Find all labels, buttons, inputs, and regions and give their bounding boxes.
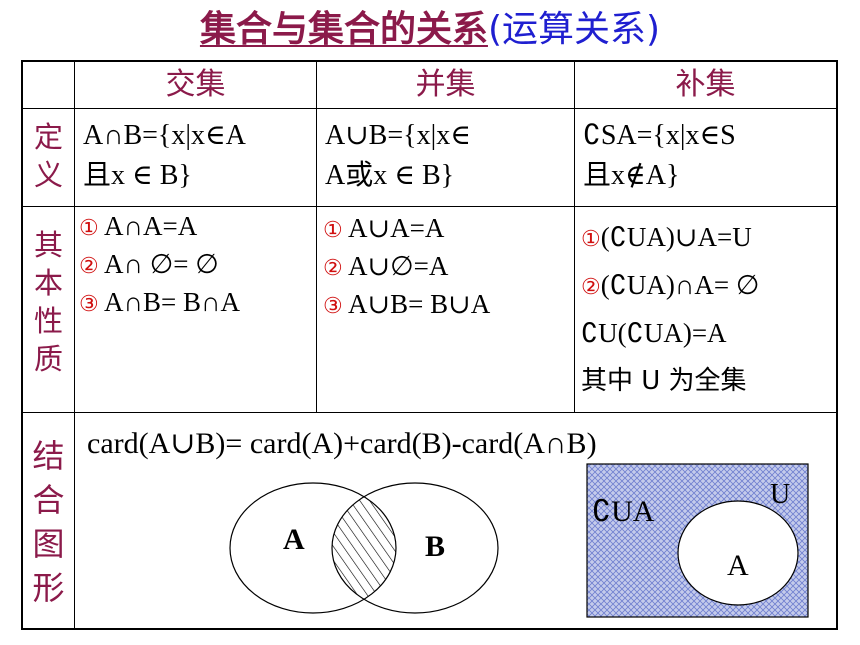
intersection-region xyxy=(332,483,396,613)
properties-complement: ①(∁UA)∪A=U ②(∁UA)∩A= ∅ ∁U(∁UA)=A 其中 U 为全… xyxy=(581,214,836,410)
row-divider-1 xyxy=(21,108,838,109)
property-text: A∪∅=A xyxy=(342,251,449,281)
row-label-char: 形 xyxy=(32,569,65,607)
property-line: ③ A∪B= B∪A xyxy=(323,286,574,324)
header-union: 并集 xyxy=(415,67,476,102)
property-line: ②(∁UA)∩A= ∅ xyxy=(581,262,836,310)
property-text: ∁U(∁UA)=A xyxy=(581,318,727,348)
property-text: (∁UA)∪A=U xyxy=(600,222,752,252)
venn-diagram-complement: ∁UA U A xyxy=(586,463,809,618)
property-line: ① A∩A=A xyxy=(79,208,316,246)
row-label-char: 定 xyxy=(33,120,63,154)
property-number: ② xyxy=(581,274,601,299)
complement-label: ∁UA xyxy=(592,495,655,528)
definition-line: ∁SA={x|x∈S xyxy=(583,120,736,151)
definition-intersection: A∩B={x|x∈A 且x ∈ B} xyxy=(83,116,316,204)
property-line: ② A∩ ∅= ∅ xyxy=(79,246,316,284)
property-text: 其中 U 为全集 xyxy=(581,366,747,396)
set-a-circle xyxy=(229,482,397,614)
set-a-circle xyxy=(677,500,799,606)
property-number: ① xyxy=(79,215,99,240)
property-line: 其中 U 为全集 xyxy=(581,358,836,406)
property-number: ③ xyxy=(323,293,343,318)
property-number: ② xyxy=(323,255,343,280)
row-label-properties: 其 本 性 质 xyxy=(23,226,74,410)
property-number: ① xyxy=(581,226,601,251)
property-line: ① A∪A=A xyxy=(323,210,574,248)
row-label-char: 其 xyxy=(33,228,63,262)
property-number: ③ xyxy=(79,291,99,316)
row-label-char: 图 xyxy=(32,525,65,563)
definition-line: A或x ∈ B} xyxy=(325,160,455,191)
table-border-bottom xyxy=(21,628,838,630)
header-complement: 补集 xyxy=(675,67,736,102)
properties-intersection: ① A∩A=A ② A∩ ∅= ∅ ③ A∩B= B∩A xyxy=(79,208,316,408)
property-text: A∪B= B∪A xyxy=(342,289,491,319)
cardinality-formula: card(A∪B)= card(A)+card(B)-card(A∩B) xyxy=(87,427,597,460)
set-a-label: A xyxy=(727,549,749,582)
definition-complement: ∁SA={x|x∈S 且x∉A} xyxy=(583,116,836,204)
venn-diagram-intersection: A B xyxy=(229,482,499,614)
row-label-char: 结 xyxy=(32,437,65,475)
row-label-char: 性 xyxy=(33,304,63,338)
property-line: ② A∪∅=A xyxy=(323,248,574,286)
property-text: A∩ ∅= ∅ xyxy=(98,249,219,279)
row-label-char: 合 xyxy=(32,481,65,519)
page-title: 集合与集合的关系(运算关系) xyxy=(0,8,860,52)
set-b-circle xyxy=(331,482,499,614)
row-divider-3 xyxy=(21,412,838,413)
property-text: A∩A=A xyxy=(98,211,198,241)
row-label-char: 质 xyxy=(33,342,63,376)
row-label-diagram: 结 合 图 形 xyxy=(23,434,74,624)
definition-line: A∪B={x|x∈ xyxy=(325,120,471,151)
col-divider-3 xyxy=(574,60,575,412)
universe-label: U xyxy=(770,479,790,510)
property-line: ①(∁UA)∪A=U xyxy=(581,214,836,262)
set-b-label: B xyxy=(425,530,445,563)
property-number: ② xyxy=(79,253,99,278)
property-line: ③ A∩B= B∩A xyxy=(79,284,316,322)
definition-union: A∪B={x|x∈ A或x ∈ B} xyxy=(325,116,574,204)
row-divider-2 xyxy=(21,206,838,207)
set-a-label: A xyxy=(283,523,305,556)
title-main: 集合与集合的关系 xyxy=(199,9,488,50)
operations-table: 交集 并集 补集 定 义 A∩B={x|x∈A 且x ∈ B} A∪B={x|x… xyxy=(21,60,838,630)
property-number: ① xyxy=(323,217,343,242)
col-divider-2 xyxy=(316,60,317,412)
properties-union: ① A∪A=A ② A∪∅=A ③ A∪B= B∪A xyxy=(323,210,574,410)
row-label-char: 义 xyxy=(33,158,63,192)
title-paren: (运算关系) xyxy=(487,9,661,50)
row-label-definition: 定 义 xyxy=(23,118,74,204)
property-line: ∁U(∁UA)=A xyxy=(581,310,836,358)
property-text: (∁UA)∩A= ∅ xyxy=(600,270,760,300)
property-text: A∩B= B∩A xyxy=(98,287,240,317)
property-text: A∪A=A xyxy=(342,213,445,243)
table-border-left xyxy=(21,60,23,630)
header-intersection: 交集 xyxy=(165,67,226,102)
row-label-char: 本 xyxy=(33,266,63,300)
col-divider-1 xyxy=(74,60,75,630)
table-border-right xyxy=(836,60,838,630)
definition-line: 且x ∈ B} xyxy=(83,160,192,191)
definition-line: 且x∉A} xyxy=(583,160,680,191)
definition-line: A∩B={x|x∈A xyxy=(83,120,246,151)
table-border-top xyxy=(21,60,838,62)
